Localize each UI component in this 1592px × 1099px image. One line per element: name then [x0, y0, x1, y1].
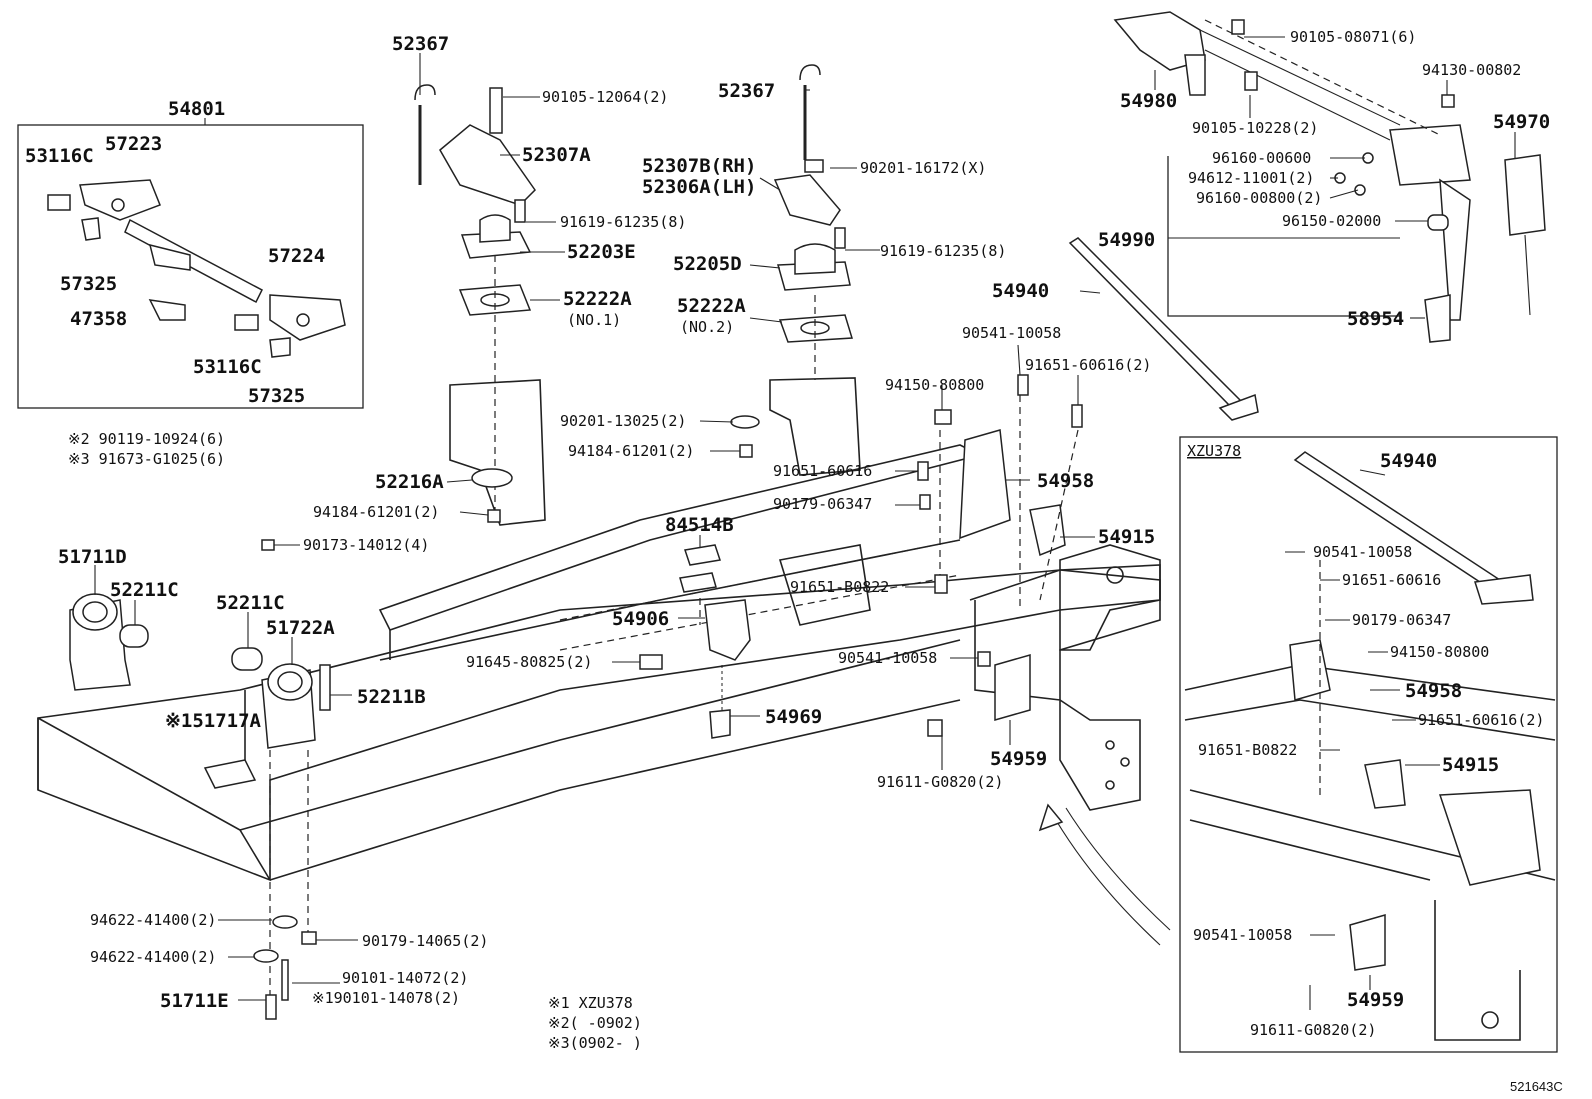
label-90105-12064[interactable]: 90105-12064(2) — [542, 88, 668, 106]
label-54906[interactable]: 54906 — [612, 608, 669, 630]
label-52307b-rh[interactable]: 52307B(RH) — [642, 155, 756, 177]
label-94622-41400-b[interactable]: 94622-41400(2) — [90, 948, 216, 966]
label-54915[interactable]: 54915 — [1098, 526, 1155, 548]
label-90201-13025[interactable]: 90201-13025(2) — [560, 412, 686, 430]
note-3: ※3(0902- ) — [548, 1034, 642, 1052]
label-90179-14065[interactable]: 90179-14065(2) — [362, 932, 488, 950]
inset-label-91651-60616[interactable]: 91651-60616 — [1342, 571, 1441, 589]
label-51722a[interactable]: 51722A — [266, 617, 335, 639]
inset-label-90541-10058-a[interactable]: 90541-10058 — [1313, 543, 1412, 561]
mounts-left — [414, 84, 536, 520]
label-90173-14012[interactable]: 90173-14012(4) — [303, 536, 429, 554]
label-52205d[interactable]: 52205D — [673, 253, 742, 275]
label-90119-10924[interactable]: ※2 90119-10924(6) — [68, 430, 225, 448]
label-94184-61201-b[interactable]: 94184-61201(2) — [313, 503, 439, 521]
label-57224[interactable]: 57224 — [268, 245, 325, 267]
label-96150-02000[interactable]: 96150-02000 — [1282, 212, 1381, 230]
label-91611-g0820[interactable]: 91611-G0820(2) — [877, 773, 1003, 791]
label-91619-61235-b[interactable]: 91619-61235(8) — [880, 242, 1006, 260]
label-54940[interactable]: 54940 — [992, 280, 1049, 302]
label-52306a-lh[interactable]: 52306A(LH) — [642, 176, 756, 198]
inset-label-54915[interactable]: 54915 — [1442, 754, 1499, 776]
top-right-assembly — [1113, 11, 1546, 343]
label-52211c-b[interactable]: 52211C — [216, 592, 285, 614]
inset-label-90541-10058-b[interactable]: 90541-10058 — [1193, 926, 1292, 944]
mounts-right — [773, 64, 853, 380]
label-94150-80800[interactable]: 94150-80800 — [885, 376, 984, 394]
label-54980[interactable]: 54980 — [1120, 90, 1177, 112]
note-1: ※1 XZU378 — [548, 994, 633, 1012]
label-52203e[interactable]: 52203E — [567, 241, 636, 263]
label-96160-00800[interactable]: 96160-00800(2) — [1196, 189, 1322, 207]
label-54959[interactable]: 54959 — [990, 748, 1047, 770]
label-52222a-no2: (NO.2) — [680, 318, 734, 336]
label-84514b[interactable]: 84514B — [665, 514, 734, 536]
label-52222a-no1: (NO.1) — [567, 311, 621, 329]
label-90105-10228[interactable]: 90105-10228(2) — [1192, 119, 1318, 137]
label-54990[interactable]: 54990 — [1098, 229, 1155, 251]
label-94184-61201-a[interactable]: 94184-61201(2) — [568, 442, 694, 460]
inset-label-91651-60616-2[interactable]: 91651-60616(2) — [1418, 711, 1544, 729]
inset-label-91611-g0820[interactable]: 91611-G0820(2) — [1250, 1021, 1376, 1039]
label-90179-06347[interactable]: 90179-06347 — [773, 495, 872, 513]
label-91619-61235-a[interactable]: 91619-61235(8) — [560, 213, 686, 231]
label-91645-80825[interactable]: 91645-80825(2) — [466, 653, 592, 671]
fasteners-center — [261, 415, 760, 551]
label-94622-41400-a[interactable]: 94622-41400(2) — [90, 911, 216, 929]
label-54958[interactable]: 54958 — [1037, 470, 1094, 492]
label-91651-b0822[interactable]: 91651-B0822 — [790, 578, 889, 596]
leader-lines — [94, 36, 1516, 1010]
inset-title: XZU378 — [1187, 442, 1241, 460]
label-91651-60616[interactable]: 91651-60616 — [773, 462, 872, 480]
label-90101-14078[interactable]: ※190101-14078(2) — [312, 989, 460, 1007]
label-91651-60616-2[interactable]: 91651-60616(2) — [1025, 356, 1151, 374]
part-labels: 54801 53116C 57223 57325 57224 47358 531… — [25, 28, 1563, 1094]
label-53116c-b[interactable]: 53116C — [193, 356, 262, 378]
front-mounts — [69, 593, 331, 1020]
label-52211c-a[interactable]: 52211C — [110, 579, 179, 601]
label-57325-b[interactable]: 57325 — [248, 385, 305, 407]
label-47358[interactable]: 47358 — [70, 308, 127, 330]
inset-label-91651-b0822[interactable]: 91651-B0822 — [1198, 741, 1297, 759]
right-brackets — [917, 374, 1171, 946]
inset-label-54940[interactable]: 54940 — [1380, 450, 1437, 472]
label-90101-14072[interactable]: 90101-14072(2) — [342, 969, 468, 987]
inset-label-54958[interactable]: 54958 — [1405, 680, 1462, 702]
label-52211b[interactable]: 52211B — [357, 686, 426, 708]
label-52222a-b[interactable]: 52222A — [677, 295, 746, 317]
label-90541-10058-mid[interactable]: 90541-10058 — [838, 649, 937, 667]
label-94130-00802[interactable]: 94130-00802 — [1422, 61, 1521, 79]
label-52222a-a[interactable]: 52222A — [563, 288, 632, 310]
label-54970[interactable]: 54970 — [1493, 111, 1550, 133]
center-brackets — [639, 544, 751, 739]
label-54801[interactable]: 54801 — [168, 98, 225, 120]
label-51717a[interactable]: ※151717A — [165, 710, 262, 732]
inset-xzu378 — [1179, 436, 1558, 1053]
label-51711e[interactable]: 51711E — [160, 990, 229, 1012]
label-52367-b[interactable]: 52367 — [718, 80, 775, 102]
box-54801 — [17, 118, 364, 409]
label-90541-10058-top[interactable]: 90541-10058 — [962, 324, 1061, 342]
label-90105-08071[interactable]: 90105-08071(6) — [1290, 28, 1416, 46]
label-53116c-a[interactable]: 53116C — [25, 145, 94, 167]
inset-label-94150-80800[interactable]: 94150-80800 — [1390, 643, 1489, 661]
label-51711d[interactable]: 51711D — [58, 546, 127, 568]
spare-carrier-54940 — [1068, 237, 1259, 421]
label-90201-16172[interactable]: 90201-16172(X) — [860, 159, 986, 177]
note-2: ※2( -0902) — [548, 1014, 642, 1032]
inset-label-90179-06347[interactable]: 90179-06347 — [1352, 611, 1451, 629]
label-57223[interactable]: 57223 — [105, 133, 162, 155]
label-52367-a[interactable]: 52367 — [392, 33, 449, 55]
label-52216a[interactable]: 52216A — [375, 471, 444, 493]
label-58954[interactable]: 58954 — [1347, 308, 1404, 330]
label-54969[interactable]: 54969 — [765, 706, 822, 728]
label-96160-00600[interactable]: 96160-00600 — [1212, 149, 1311, 167]
label-52307a[interactable]: 52307A — [522, 144, 591, 166]
diagram-code: 521643C — [1510, 1079, 1563, 1094]
inset-label-54959[interactable]: 54959 — [1347, 989, 1404, 1011]
label-94612-11001[interactable]: 94612-11001(2) — [1188, 169, 1314, 187]
label-91673-g1025[interactable]: ※3 91673-G1025(6) — [68, 450, 225, 468]
label-57325-a[interactable]: 57325 — [60, 273, 117, 295]
